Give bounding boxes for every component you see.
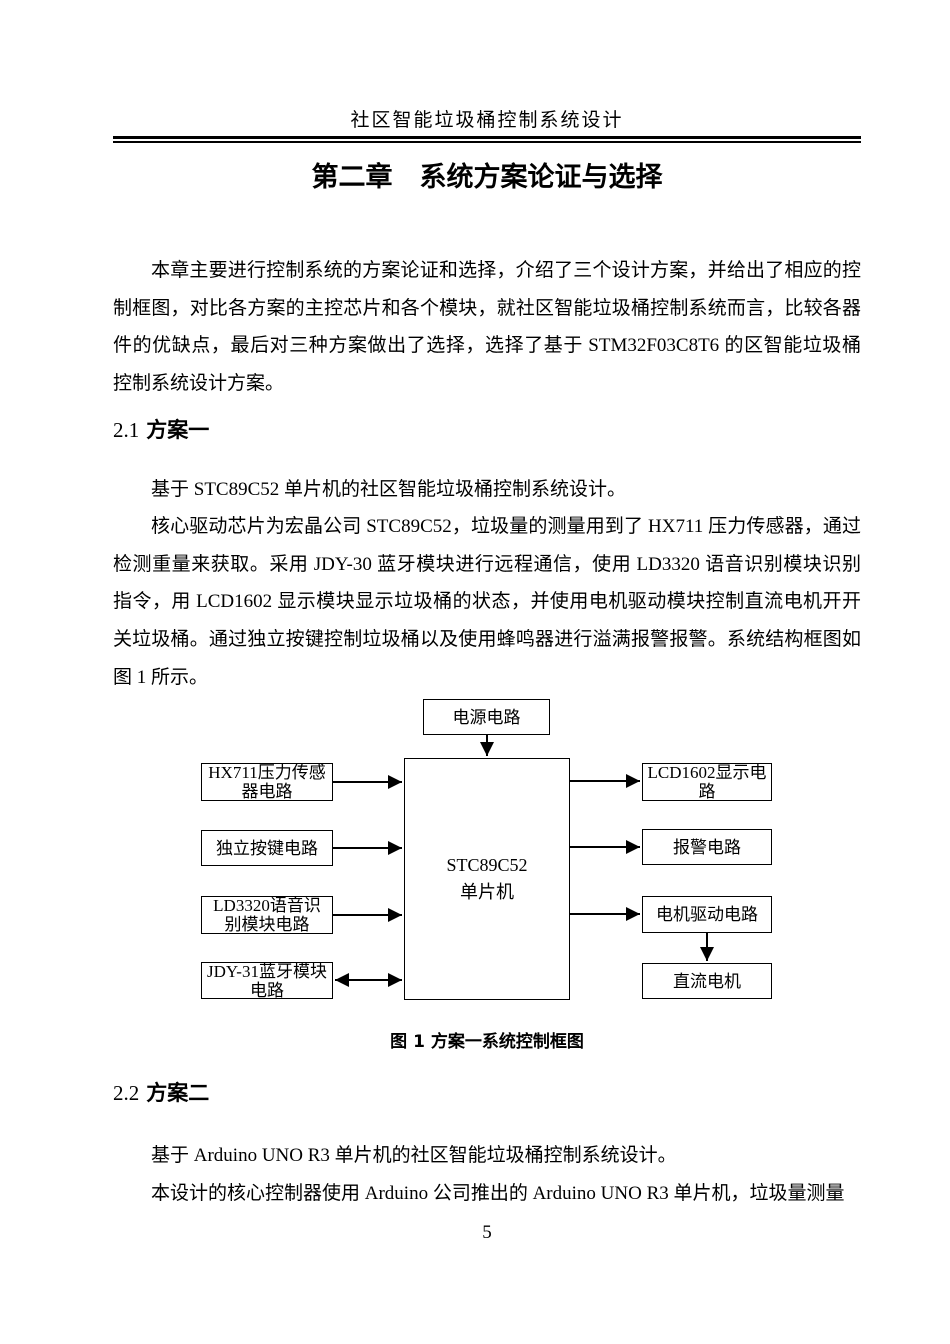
diagram-box-ld3320-voice: LD3320语音识 别模块电路 — [201, 896, 333, 934]
section-2-2-paragraph-1: 基于 Arduino UNO R3 单片机的社区智能垃圾桶控制系统设计。 — [151, 1145, 677, 1166]
header-double-rule — [113, 136, 861, 143]
diagram-box-hx711-sensor: HX711压力传感 器电路 — [201, 763, 333, 801]
section-title: 方案二 — [146, 1081, 210, 1105]
diagram-box-mcu: STC89C52 单片机 — [404, 758, 570, 1000]
section-2-1-paragraph-2: 核心驱动芯片为宏晶公司 STC89C52，垃圾量的测量用到了 HX711 压力传… — [113, 516, 861, 688]
diagram-box-alarm-circuit: 报警电路 — [642, 829, 772, 865]
diagram-box-motor-drive: 电机驱动电路 — [642, 896, 772, 933]
section-number: 2.1 — [113, 418, 140, 442]
chapter-title: 第二章 系统方案论证与选择 — [311, 162, 663, 193]
diagram-box-power-circuit: 电源电路 — [423, 699, 550, 735]
running-header-title: 社区智能垃圾桶控制系统设计 — [350, 110, 624, 131]
figure-caption: 图 1 方案一系统控制框图 — [390, 1032, 584, 1052]
section-2-1-paragraph-1: 基于 STC89C52 单片机的社区智能垃圾桶控制系统设计。 — [151, 479, 627, 500]
diagram-box-lcd1602-display: LCD1602显示电 路 — [642, 763, 772, 801]
diagram-box-key-circuit: 独立按键电路 — [201, 830, 333, 866]
page-number: 5 — [482, 1222, 492, 1243]
section-2-2-paragraph-2: 本设计的核心控制器使用 Arduino 公司推出的 Arduino UNO R3… — [151, 1183, 845, 1204]
section-number: 2.2 — [113, 1081, 140, 1105]
intro-paragraph: 本章主要进行控制系统的方案论证和选择，介绍了三个设计方案，并给出了相应的控制框图… — [113, 260, 861, 395]
diagram-box-dc-motor: 直流电机 — [642, 963, 772, 999]
figure-diagram: 电源电路 STC89C52 单片机 HX711压力传感 器电路 独立按键电路 L… — [0, 690, 950, 1025]
section-title: 方案一 — [146, 418, 210, 442]
diagram-box-jdy31-bluetooth: JDY-31蓝牙模块 电路 — [201, 962, 333, 1000]
